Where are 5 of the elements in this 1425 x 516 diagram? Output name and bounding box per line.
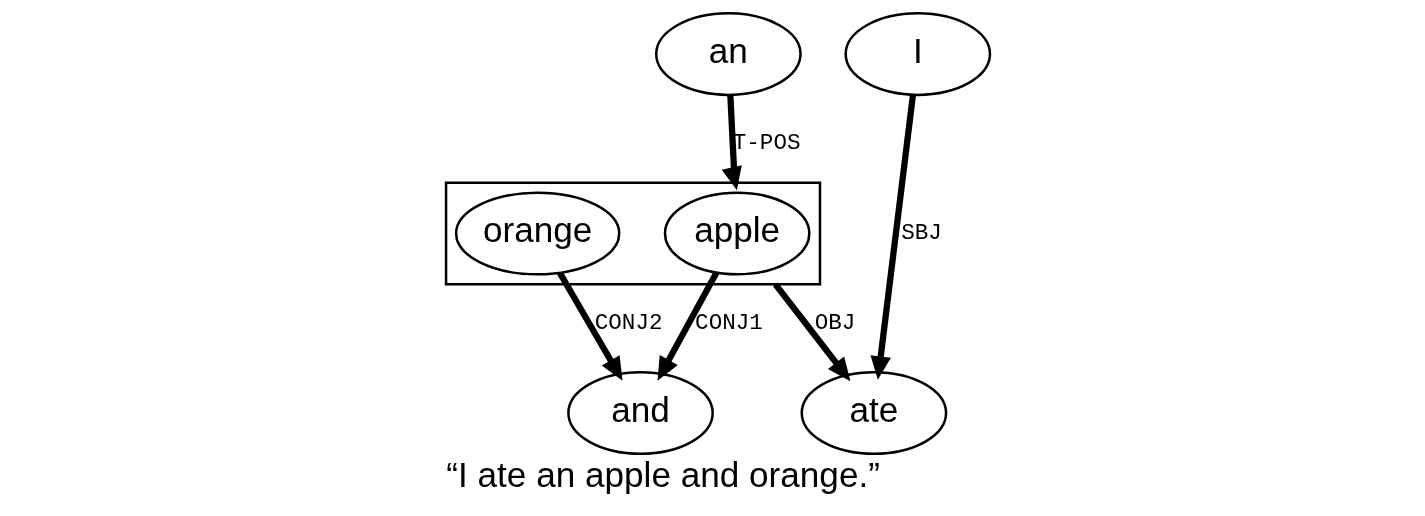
edge-label: OBJ [814,309,855,336]
edge-label: CONJ1 [694,309,763,336]
caption: “I ate an apple and orange.” [445,454,880,494]
edge-label: SBJ [900,220,942,247]
edge-label: CONJ2 [594,309,662,336]
